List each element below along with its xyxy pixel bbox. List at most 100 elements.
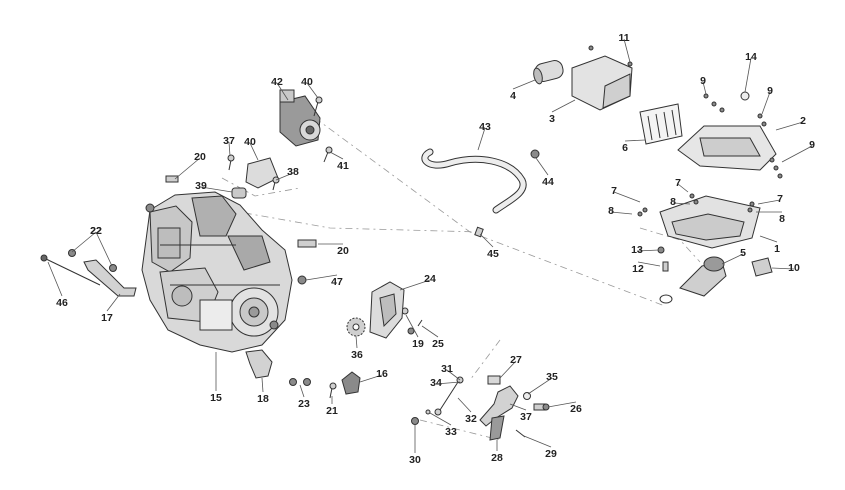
part-44-clamp: [474, 226, 484, 238]
leader-line-36: [355, 335, 358, 349]
callout-label-26: 26: [570, 403, 582, 415]
callout-label-4: 4: [510, 90, 516, 102]
leader-line-1: [759, 235, 778, 243]
leader-line-4: [512, 79, 536, 90]
callout-label-24: 24: [424, 273, 436, 285]
callout-label-36: 36: [351, 349, 363, 361]
leader-line-38: [275, 172, 294, 181]
callout-label-13: 13: [631, 244, 643, 256]
leader-line-9: [781, 145, 813, 163]
leader-line-25: [421, 325, 439, 338]
leader-line-32: [457, 397, 472, 413]
callout-label-9: 9: [809, 139, 815, 151]
callout-label-22: 22: [90, 225, 102, 237]
leader-line-44: [535, 157, 549, 176]
callout-label-17: 17: [101, 312, 113, 324]
leader-line-18: [261, 377, 264, 393]
part-4-snorkel: [533, 60, 564, 85]
part-3-intake-cover: [571, 55, 633, 111]
leader-line-33: [429, 412, 452, 426]
callout-label-29: 29: [545, 448, 557, 460]
leader-line-45: [479, 233, 494, 248]
callout-label-7: 7: [675, 177, 681, 189]
callout-label-10: 10: [788, 262, 800, 274]
callout-label-46: 46: [56, 297, 68, 309]
callout-label-32: 32: [465, 413, 477, 425]
part-38-rubber: [231, 187, 247, 199]
callout-label-30: 30: [409, 454, 421, 466]
callout-label-45: 45: [487, 248, 499, 260]
callout-label-16: 16: [376, 368, 388, 380]
callout-label-8: 8: [670, 196, 676, 208]
callout-label-9: 9: [767, 85, 773, 97]
nut-32: [425, 409, 431, 415]
leader-line-19: [405, 314, 419, 338]
leader-line-14: [744, 57, 752, 93]
callout-label-40: 40: [244, 136, 256, 148]
part-35-sprocket: [346, 317, 366, 337]
leader-line-34: [435, 381, 461, 385]
part-10-sensor: [751, 257, 773, 277]
leader-line-9: [761, 91, 771, 115]
leader-line-20: [174, 157, 201, 180]
bolt-20a: [165, 175, 179, 183]
bolt-21: [329, 382, 337, 399]
callout-label-7: 7: [611, 185, 617, 197]
part-5-duct: [679, 256, 727, 297]
callout-label-15: 15: [210, 392, 222, 404]
part-43-clamp: [530, 149, 540, 159]
leader-line-12: [637, 261, 661, 267]
callout-label-28: 28: [491, 452, 503, 464]
part-18-bracket: [245, 349, 273, 379]
leader-line-29: [523, 435, 552, 448]
pedal-27: [489, 415, 505, 441]
leader-line-7: [613, 191, 641, 203]
callout-label-3: 3: [549, 113, 555, 125]
callout-label-27: 27: [510, 354, 522, 366]
callout-label-34: 34: [430, 377, 442, 389]
part-47-clamp: [659, 294, 673, 304]
leader-line-24: [399, 279, 431, 291]
callout-label-39: 39: [195, 180, 207, 192]
leader-line-13: [636, 249, 660, 252]
bolt-20b: [297, 239, 317, 248]
callout-label-8: 8: [608, 205, 614, 217]
callout-label-6: 6: [622, 142, 628, 154]
leader-line-23: [299, 384, 305, 398]
leader-line-47: [305, 274, 338, 281]
part-42-hose: [421, 148, 527, 214]
leader-line-22: [95, 231, 113, 267]
callout-label-41: 41: [337, 160, 349, 172]
callout-label-1: 1: [774, 243, 780, 255]
leader-line-43: [477, 127, 486, 151]
callout-label-12: 12: [632, 263, 644, 275]
leader-line-8: [672, 202, 691, 205]
callout-label-9: 9: [700, 75, 706, 87]
bolt-25: [533, 403, 550, 411]
callout-label-14: 14: [745, 51, 757, 63]
engine-assembly: [141, 191, 293, 353]
callout-label-2: 2: [800, 115, 806, 127]
leader-line-41: [329, 151, 344, 160]
leader-line-5: [721, 253, 744, 265]
callout-label-42: 42: [271, 76, 283, 88]
part-16-lever: [341, 371, 361, 395]
nut-46: [297, 275, 307, 285]
leader-line-31: [446, 369, 461, 381]
part-2-airbox-lid: [677, 125, 777, 171]
callout-label-21: 21: [326, 405, 338, 417]
leader-line-11: [623, 38, 631, 63]
leader-line-7: [677, 183, 689, 193]
nut-29: [411, 417, 419, 425]
callout-label-37: 37: [520, 411, 532, 423]
callout-label-22: 22: [90, 225, 102, 237]
callout-label-38: 38: [287, 166, 299, 178]
assembly-lines: [221, 117, 701, 441]
leader-line-26: [547, 401, 577, 408]
shift-linkage: [411, 375, 550, 441]
callout-label-25: 25: [432, 338, 444, 350]
callout-label-47: 47: [331, 276, 343, 288]
leader-line-39: [200, 186, 233, 193]
